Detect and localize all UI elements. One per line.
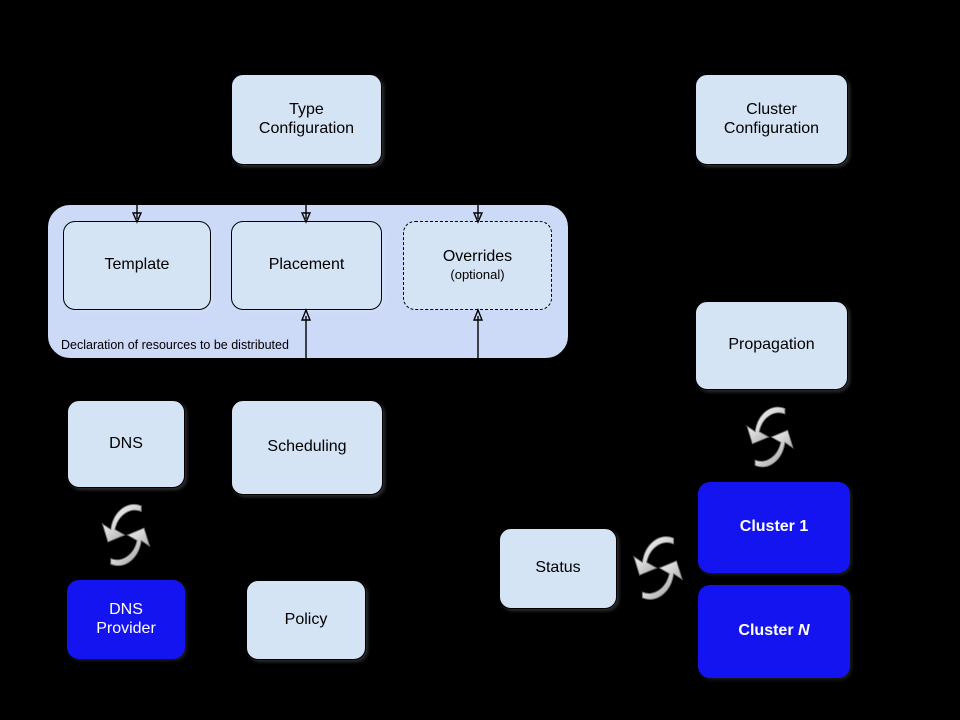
node-policy-label: Policy [284,610,328,628]
group-declaration-caption: Declaration of resources to be distribut… [61,338,289,352]
node-template-label: Template [104,256,170,274]
node-cluster-configuration-line1: Cluster [746,100,797,118]
node-overrides-sublabel: (optional) [450,267,505,283]
node-type-configuration-label: Type Configuration [259,101,354,139]
node-cluster-1-label: Cluster 1 [739,518,809,536]
node-overrides[interactable]: Overrides (optional) [403,221,552,310]
node-policy[interactable]: Policy [246,580,366,660]
connector-scheduling-to-placement [300,308,312,360]
node-overrides-label: Overrides (optional) [443,248,512,282]
node-cluster-1[interactable]: Cluster 1 [698,482,850,573]
node-placement-label: Placement [268,256,345,274]
connector-type-config-to-placement [300,203,312,224]
sync-arrows-icon-status [633,536,683,600]
node-propagation-label: Propagation [728,336,815,354]
node-status[interactable]: Status [499,528,617,609]
node-propagation[interactable]: Propagation [695,301,848,390]
node-dns-provider-line1: DNS [109,600,143,618]
node-dns-provider-line2: Provider [96,619,156,637]
node-dns-label: DNS [109,434,143,452]
node-type-configuration[interactable]: Type Configuration [231,74,382,165]
node-dns-provider-label: DNS Provider [96,601,156,639]
node-cluster-n[interactable]: Cluster N [698,585,850,678]
connector-type-config-to-template [131,203,143,224]
node-dns[interactable]: DNS [67,400,185,488]
node-cluster-n-prefix: Cluster [738,622,798,640]
node-type-configuration-line1: Type [289,100,324,118]
node-scheduling-label: Scheduling [267,438,347,456]
sync-arrows-icon-dns [101,503,151,567]
node-overrides-title: Overrides [442,248,513,266]
node-dns-provider[interactable]: DNS Provider [67,580,185,659]
connector-policy-to-overrides [472,308,484,360]
node-status-label: Status [535,559,581,577]
node-cluster-configuration[interactable]: Cluster Configuration [695,74,848,165]
connector-type-config-to-overrides [472,203,484,224]
node-cluster-n-label: Cluster N [738,622,809,641]
node-cluster-configuration-label: Cluster Configuration [724,101,819,139]
node-cluster-configuration-line2: Configuration [723,119,820,137]
node-cluster-n-suffix: N [798,622,810,640]
node-type-configuration-line2: Configuration [258,119,355,137]
sync-arrows-icon-propagation [746,406,794,468]
node-scheduling[interactable]: Scheduling [231,400,383,495]
